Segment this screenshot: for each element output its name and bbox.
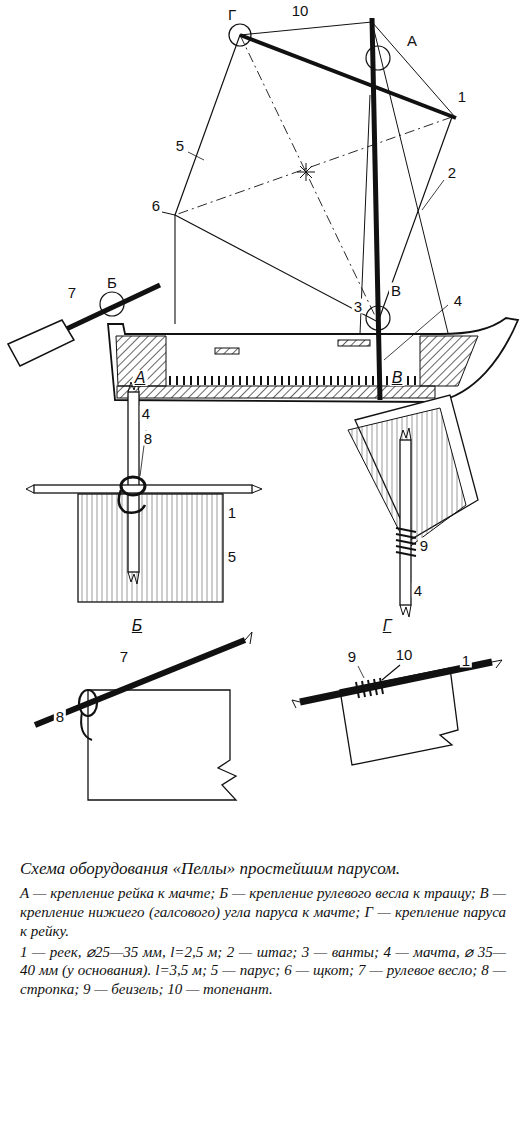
callout-number: 8 (54, 709, 66, 724)
sail-rig (100, 18, 456, 400)
hull (108, 318, 518, 402)
callout-number: Г (226, 7, 238, 22)
caption-title: Схема оборудования «Пеллы» простейшим па… (20, 858, 506, 879)
callout-number: А (405, 33, 419, 48)
callout-number: 4 (452, 293, 464, 308)
callout-number: 1 (456, 89, 468, 104)
steering-oar (8, 285, 160, 366)
callout-number: 3 (352, 299, 364, 314)
callout-number: В (389, 283, 403, 298)
callout-number: Б (105, 275, 119, 290)
detail-letter: А (133, 370, 148, 386)
caption-legend: 1 — реек, ⌀25—35 мм, l=2,5 м; 2 — штаг; … (20, 943, 506, 999)
callout-number: 7 (118, 649, 130, 664)
callout-number: 1 (460, 653, 472, 668)
detail-yard-to-mast (26, 380, 262, 602)
callout-number: 5 (226, 549, 238, 564)
callout-number: 9 (418, 538, 430, 553)
callout-number: 8 (142, 431, 154, 446)
callout-number: 7 (66, 285, 78, 300)
caption-legend: А — крепление рейка к мачте; Б — креплен… (20, 884, 506, 940)
callout-number: 5 (174, 138, 186, 153)
callout-number: 10 (394, 647, 415, 662)
callout-number: 4 (140, 406, 152, 421)
detail-oar-to-transom (35, 632, 252, 800)
detail-letter: Г (381, 618, 394, 634)
detail-sail-to-yard (292, 660, 502, 765)
callout-number: 10 (290, 3, 311, 18)
detail-letter: Б (130, 618, 144, 634)
callout-number: 9 (346, 649, 358, 664)
callout-number: 2 (446, 165, 458, 180)
detail-tack-to-mast (348, 395, 478, 617)
caption-block: Схема оборудования «Пеллы» простейшим па… (20, 858, 506, 1001)
callout-number: 1 (226, 505, 238, 520)
callout-number: 4 (412, 583, 424, 598)
callout-number: 6 (150, 198, 162, 213)
detail-letter: В (390, 370, 405, 386)
